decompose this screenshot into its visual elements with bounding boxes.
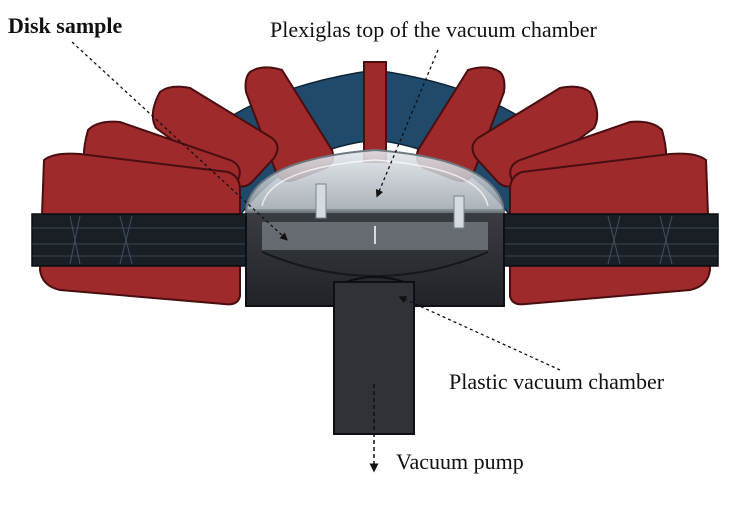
label-vacuum-pump: Vacuum pump (396, 449, 524, 474)
plexiglas-top (244, 148, 506, 244)
pump-tube (333, 276, 415, 435)
tube-right (503, 213, 719, 267)
coil-mid-left (151, 85, 279, 188)
central-pole (363, 61, 387, 163)
leader-plexiglas-top (375, 49, 439, 198)
tube-left (31, 213, 247, 267)
coil-mid-right (471, 85, 599, 188)
label-disk-sample: Disk sample (8, 13, 123, 38)
label-plexiglas-top: Plexiglas top of the vacuum chamber (270, 17, 597, 42)
leader-plastic-chamber (398, 296, 561, 371)
label-plastic-chamber: Plastic vacuum chamber (449, 369, 665, 394)
leader-disk-sample (71, 41, 288, 241)
